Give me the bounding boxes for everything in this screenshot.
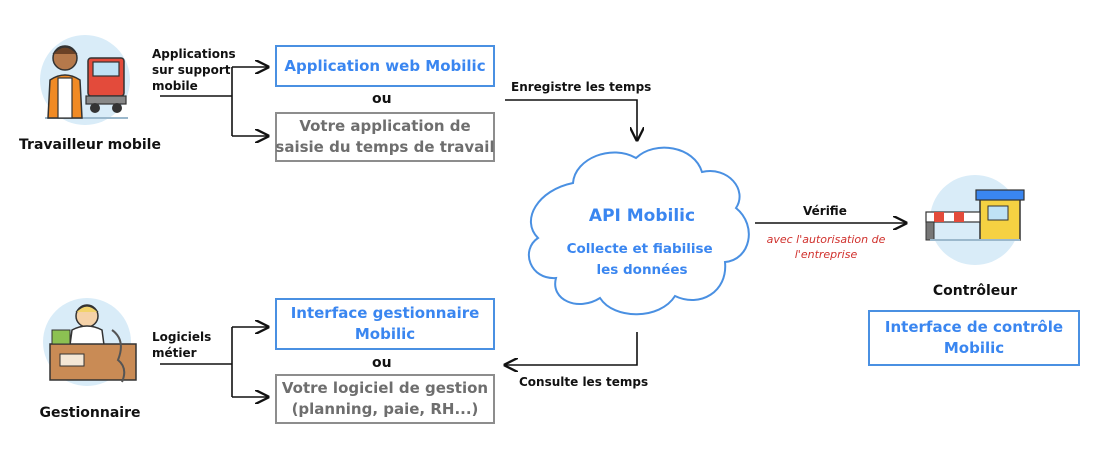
consults-time-label: Consulte les temps	[519, 375, 649, 389]
business-software-label: Logiciels métier	[152, 330, 212, 360]
worker-actor-label: Travailleur mobile	[19, 137, 161, 153]
web-app-box: Application web Mobilic	[275, 45, 495, 87]
manager-desk-icon	[43, 298, 137, 386]
your-software-box: Votre logiciel de gestion (planning, pai…	[275, 374, 495, 424]
checkpoint-barrier-icon	[925, 175, 1025, 265]
manager-branch-connector	[160, 327, 268, 397]
records-time-arrow	[505, 99, 637, 140]
consults-time-arrow	[505, 332, 638, 365]
cloud-title: API Mobilic	[589, 206, 695, 226]
manager-interface-box: Interface gestionnaire Mobilic	[275, 298, 495, 350]
mobile-apps-label: Applications sur support mobile	[152, 47, 236, 93]
or-separator-top: ou	[372, 91, 392, 107]
control-interface-box: Interface de contrôle Mobilic	[868, 310, 1080, 366]
worker-branch-connector	[160, 67, 268, 136]
manager-actor-label: Gestionnaire	[39, 405, 141, 421]
records-time-label: Enregistre les temps	[511, 80, 652, 94]
your-app-box: Votre application de saisie du temps de …	[275, 112, 495, 162]
cloud-subtitle: Collecte et fiabilise les données	[567, 241, 718, 278]
or-separator-bottom: ou	[372, 355, 392, 371]
api-cloud-shape	[527, 146, 750, 316]
authorization-note: avec l'autorisation de l'entreprise	[766, 233, 886, 261]
verifies-label: Vérifie	[803, 204, 847, 218]
controller-actor-label: Contrôleur	[932, 283, 1018, 299]
truck-driver-icon	[40, 35, 130, 125]
